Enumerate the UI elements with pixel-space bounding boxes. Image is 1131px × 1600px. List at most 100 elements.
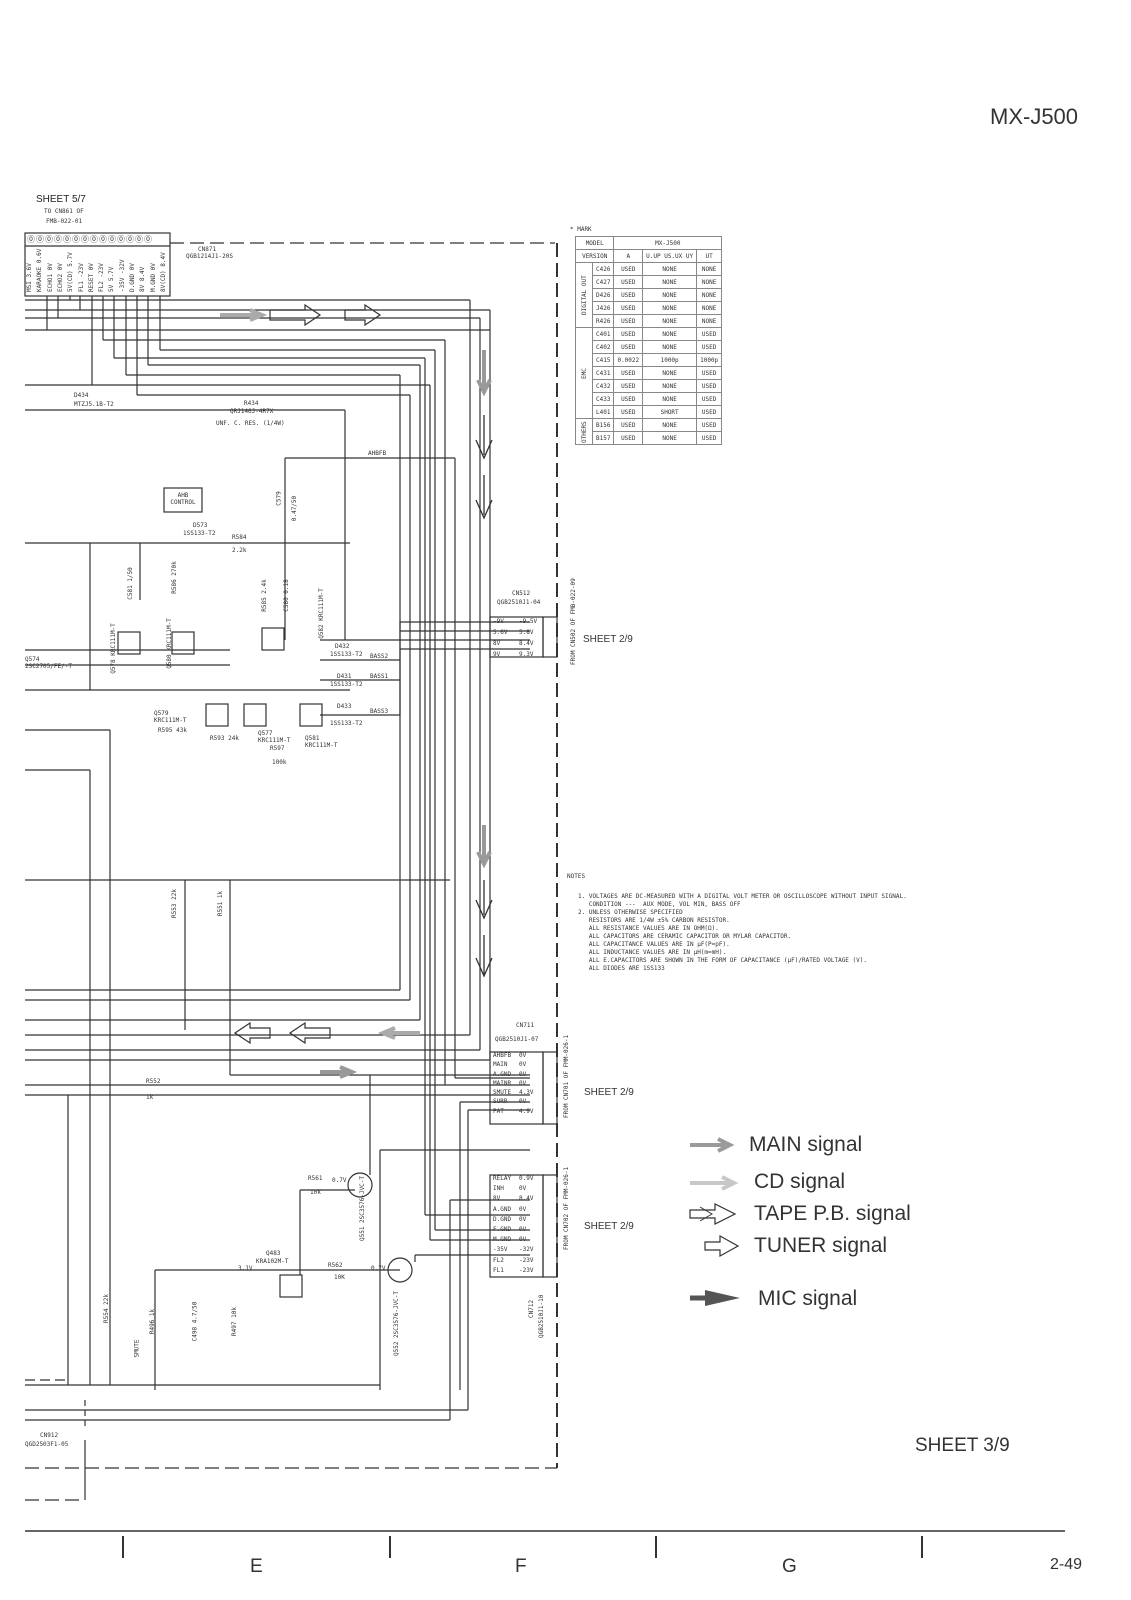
table-cell: NONE [642,301,698,315]
pin-voltage: 4.3V [519,1089,534,1097]
q552-part: 2SC3576-JVC-T [393,1290,401,1338]
table-cell: USED [613,392,644,406]
r553-label: R553 22k [171,889,178,918]
pin-signal: A.GND [493,1070,512,1078]
ahb-control-label: AHB CONTROL [170,492,196,506]
q578-part: KRC111M-T [109,623,117,656]
table-cell: C426 [591,262,615,276]
legend-tuner-signal: TUNER signal [754,1234,888,1257]
pin-signal: -9V [493,618,504,625]
table-cell: NONE [696,301,723,315]
table-model-value: MX-J500 [613,236,723,250]
notes-list: 1. VOLTAGES ARE DC-MEASURED WITH A DIGIT… [578,893,907,973]
table-cell: USED [613,379,644,393]
r434-name: R434 [244,400,259,407]
r597-name: R597 [270,745,285,752]
q551-label: Q551 2SC3576-JVC-T [359,1176,366,1241]
table-cell: L401 [591,405,615,419]
table-header-version: VERSION [574,249,615,263]
table-cell: NONE [696,288,723,302]
source-pin-label: FL2 -23V [98,263,106,292]
source-pin-label: ECHO1 0V [46,263,54,292]
source-pin-label: M.GND 0V [149,263,157,292]
c581-name: C581 [126,585,134,600]
cn712-from: FROM CN702 OF FMM-026-1 [563,1166,570,1250]
r497-label: R497 10k [231,1307,238,1336]
d434-name: D434 [74,392,89,399]
r585-name: R585 [260,597,268,612]
r593-name: R593 [210,735,225,742]
table-cell: USED [696,379,723,393]
pin-signal: SMUTE [493,1089,512,1097]
table-cell: NONE [642,392,698,406]
c581-value: 1/50 [126,567,134,582]
table-cell: USED [696,327,723,341]
table-cell: USED [696,392,723,406]
cn871-part: QGB1214J1-20S [186,253,233,260]
source-pin-label: 5V(CD) 5.7V [67,252,75,292]
note-line: CONDITION --- AUX MODE, VOL MIN, BASS OF… [578,901,741,908]
q582-label: Q582 KRC111M-T [318,588,325,639]
q578-name: Q578 [109,659,117,674]
pin-signal: 8V [493,640,501,647]
r553-value: 22k [170,889,178,900]
pin-voltage: 9.3V [519,651,534,658]
table-cell: C433 [591,392,615,406]
table-cell: B157 [591,431,615,445]
table-cell: NONE [696,275,723,289]
cn512-name: CN512 [512,590,531,597]
c498-name: C498 [191,1326,199,1342]
source-pin-label: KARAOKE 0.6V [36,248,44,292]
pin-signal: FL1 [493,1266,504,1274]
legend-tape-signal: TAPE P.B. signal [754,1202,911,1225]
c580-value: 0.18 [282,579,290,594]
pin-signal: 8V [493,1195,501,1203]
r552-value: 1k [146,1094,154,1101]
r586-value: 270k [170,561,178,576]
q552-voltage: 0.7V [371,1265,386,1272]
table-cell: NONE [642,418,698,432]
table-cell: NONE [642,340,698,354]
table-version-cell: UT [696,249,723,263]
note-line: ALL CAPACITANCE VALUES ARE IN μF(P=pF). [578,941,730,948]
pin-signal: D.GND [493,1215,512,1223]
pin-signal: MAINR [493,1079,512,1087]
note-line: ALL CAPACITORS ARE CERAMIC CAPACITOR OR … [578,933,792,940]
pin-signal: A.GND [493,1205,512,1213]
pin-signal: M.GND [493,1236,512,1244]
r554-label: R554 22k [103,1294,110,1323]
r496-value: 1k [149,1308,157,1317]
table-cell: 1000p [696,353,723,367]
r496-label: R496 1k [149,1309,156,1334]
table-cell: NONE [696,262,723,276]
q483-part: KRA102M-T [256,1258,289,1265]
table-cell: J426 [591,301,615,315]
d433-name: D433 [337,703,352,710]
table-cell: USED [696,366,723,380]
cn711-from: FROM CN701 OF FMM-026-1 [563,1034,570,1118]
q574-name: Q574 [25,656,40,663]
c498-label: C498 4.7/50 [191,1302,198,1342]
cn711-name: CN711 [516,1022,535,1029]
pin-signal: SURR [493,1098,508,1106]
table-cell: NONE [642,262,698,276]
note-line: RESISTORS ARE 1/4W ±5% CARBON RESISTOR. [578,917,730,924]
r551-name: R551 [217,901,225,917]
d573-name: D573 [193,522,208,529]
table-version-cell: A [613,249,644,263]
table-cell: NONE [642,275,698,289]
r434-part: QRJ146J-4R7X [230,408,274,415]
c580-label: C580 0.18 [283,579,290,612]
table-cell: USED [696,405,723,419]
d573-part: 1SS133-T2 [183,530,216,537]
source-pin-label: -35V -32V [118,259,126,292]
q574-part: 2SC2705/FE/-T [25,663,72,670]
